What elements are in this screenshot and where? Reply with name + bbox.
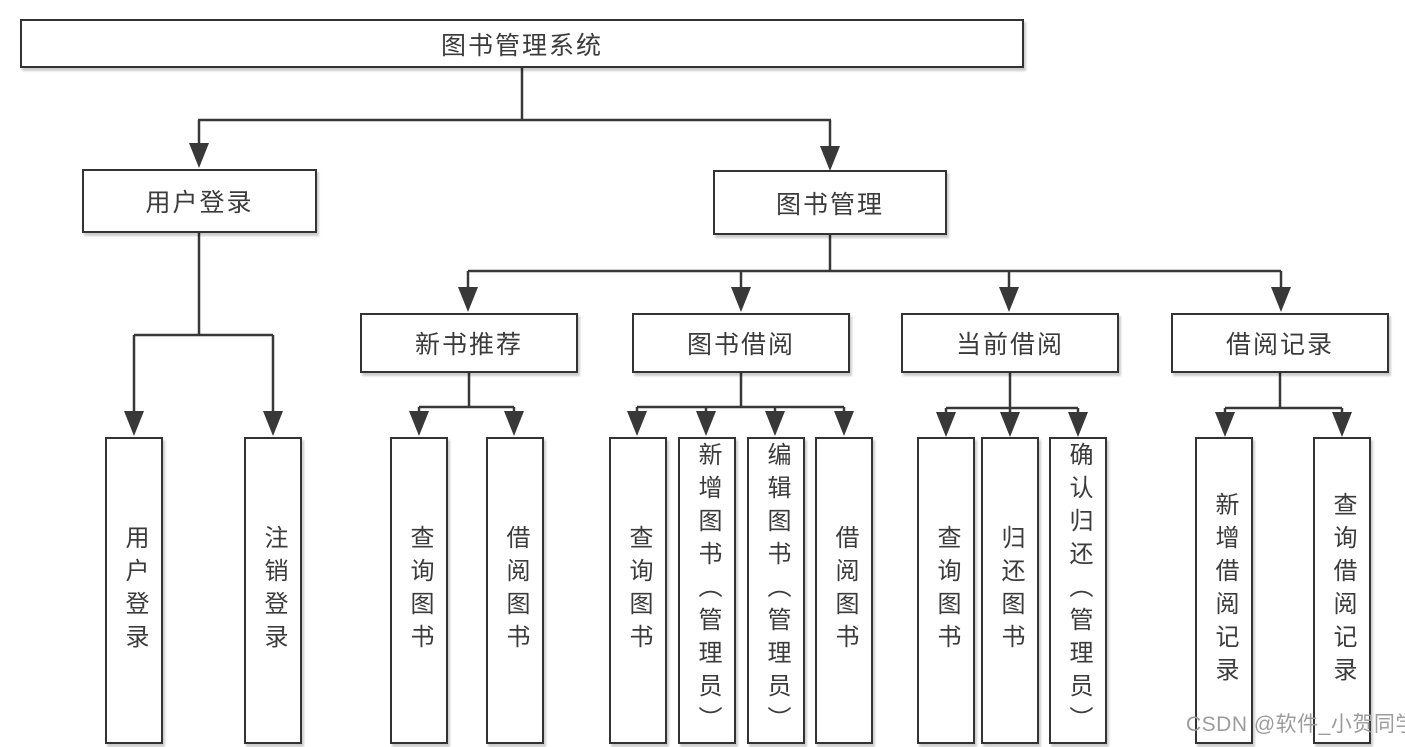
watermark: CSDN @软件_小贺同学 [1186, 713, 1405, 736]
node-root-system: 图书管理系统 [20, 19, 1024, 68]
node-label: 当前借阅 [955, 331, 1064, 359]
connector-book-borrowing [627, 373, 854, 436]
node-label: 借阅图书 [831, 524, 858, 657]
node-label: 编辑图书（管理员） [763, 442, 790, 739]
leaf-newbook-query-books: 查询图书 [390, 437, 448, 744]
node-user-login: 用户登录 [82, 169, 317, 233]
node-label: 新增图书（管理员） [694, 442, 721, 739]
connector-book-management [458, 235, 1291, 312]
connector-root [189, 68, 840, 171]
leaf-borrowing-edit-books-admin: 编辑图书（管理员） [747, 437, 805, 744]
node-label: 图书管理 [775, 190, 884, 219]
arrowhead-down-icon [765, 411, 785, 436]
leaf-current-query-books: 查询图书 [917, 437, 975, 744]
leaf-borrowing-add-books-admin: 新增图书（管理员） [678, 437, 736, 744]
leaf-logout: 注销登录 [244, 437, 302, 744]
arrowhead-down-icon [504, 411, 524, 436]
node-label: 图书借阅 [686, 331, 795, 359]
node-book-borrowing: 图书借阅 [632, 313, 850, 373]
node-label: 注销登录 [260, 524, 287, 657]
arrowhead-down-icon [731, 287, 751, 312]
node-label: 确认归还（管理员） [1065, 442, 1092, 739]
arrowhead-down-icon [627, 411, 647, 436]
leaf-borrowing-borrow-books: 借阅图书 [815, 437, 873, 744]
arrowhead-down-icon [263, 411, 283, 436]
leaf-user-login: 用户登录 [105, 437, 163, 744]
arrowhead-down-icon [936, 412, 956, 437]
node-label: 用户登录 [121, 524, 148, 657]
arrowhead-down-icon [696, 411, 716, 436]
arrowhead-down-icon [1271, 287, 1291, 312]
arrowhead-down-icon [820, 146, 840, 171]
leaf-current-confirm-return-admin: 确认归还（管理员） [1049, 437, 1107, 744]
node-label: 新书推荐 [414, 331, 523, 359]
node-book-management: 图书管理 [713, 170, 947, 235]
connector-borrowing-records [1215, 373, 1352, 437]
node-label: 借阅图书 [502, 524, 529, 657]
arrowhead-down-icon [458, 287, 478, 312]
node-label: 查询图书 [625, 524, 652, 657]
node-label: 查询图书 [933, 524, 960, 657]
node-label: 查询借阅记录 [1329, 491, 1356, 690]
node-current-borrowing: 当前借阅 [901, 313, 1119, 373]
connector-user-login [124, 233, 283, 436]
connector-current-borrowing [936, 373, 1088, 437]
arrowhead-down-icon [189, 143, 209, 168]
leaf-current-return-books: 归还图书 [981, 437, 1039, 744]
arrowhead-down-icon [409, 411, 429, 436]
arrowhead-down-icon [1000, 412, 1020, 437]
node-label: 图书管理系统 [440, 31, 603, 60]
connector-new-book-recommend [409, 373, 524, 436]
arrowhead-down-icon [1332, 412, 1352, 437]
node-label: 用户登录 [145, 189, 254, 217]
arrowhead-down-icon [1215, 412, 1235, 437]
arrowhead-down-icon [999, 287, 1019, 312]
arrowhead-down-icon [1068, 412, 1088, 437]
node-borrowing-records: 借阅记录 [1171, 313, 1389, 373]
node-new-book-recommend: 新书推荐 [360, 313, 578, 373]
node-label: 借阅记录 [1225, 331, 1334, 359]
leaf-borrowing-query-books: 查询图书 [609, 437, 667, 744]
node-label: 新增借阅记录 [1211, 491, 1238, 690]
node-label: 归还图书 [997, 524, 1024, 657]
node-label: 查询图书 [406, 524, 433, 657]
leaf-newbook-borrow-books: 借阅图书 [486, 437, 544, 744]
leaf-records-query-record: 查询借阅记录 [1313, 437, 1371, 744]
leaf-records-add-record: 新增借阅记录 [1195, 437, 1253, 744]
arrowhead-down-icon [124, 411, 144, 436]
arrowhead-down-icon [834, 411, 854, 436]
